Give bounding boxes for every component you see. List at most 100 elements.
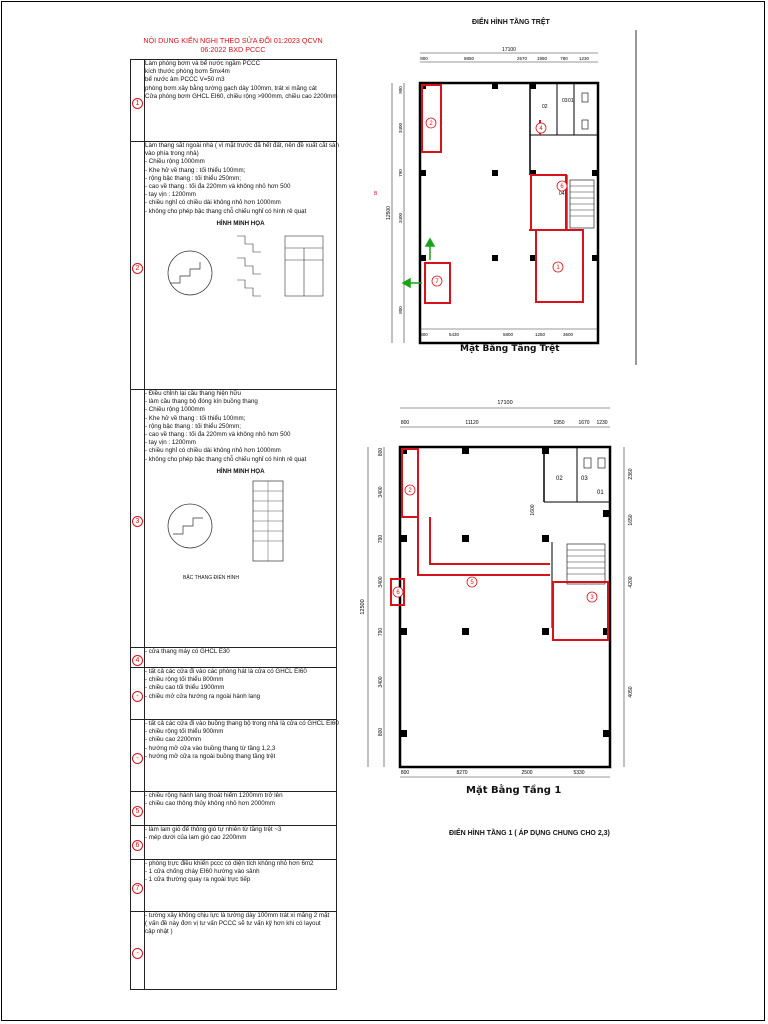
plan-marker-label: 6 [396, 590, 400, 596]
ground-room-02: 02 [542, 104, 548, 110]
note-row: 4- cửa thang máy có GHCL E30 [130, 647, 337, 668]
item-number-badge: 7 [132, 882, 143, 894]
figure-caption: BẬC THANG ĐIỂN HÌNH [183, 575, 240, 582]
dimension-label: 1650 [628, 514, 634, 525]
plan-marker [552, 261, 564, 273]
dimension-label: 780 [560, 56, 568, 61]
plan-marker-label: 1 [556, 265, 560, 271]
note-row: - - tường xây không chịu lực là tường dày… [130, 911, 337, 990]
note-line: - Khe hở về thang : tối thiểu 100mm; [145, 166, 246, 174]
note-line: - chiều rộng tối thiểu 800mm [145, 676, 224, 684]
dimension-label: 11120 [465, 420, 478, 426]
plan-marker-label: 4 [539, 126, 543, 132]
dimension-label: 800 [398, 306, 403, 314]
dimension-label: 4200 [628, 576, 634, 587]
note-row: -- tất cả các cửa đi vào buồng thang bộ … [130, 719, 339, 792]
dimension-label: 1670 [578, 420, 589, 426]
note-line: - chiều cao thông thủy không nhỏ hơn 200… [145, 800, 275, 808]
dimension-label: 800 [420, 56, 428, 61]
note-line: - chiều nghỉ có chiều dài không nhỏ hơn … [145, 199, 281, 207]
dimension-label: 1950 [537, 56, 548, 61]
item-number-badge: - [132, 690, 143, 702]
dimension-label: 5800 [503, 332, 514, 337]
note-line: - tất cả các cửa đi vào các phòng hát là… [145, 668, 307, 675]
note-line: - cửa thang máy có GHCL E30 [145, 648, 230, 655]
ground-total-dim: 17100 [502, 47, 516, 53]
page-divider [635, 30, 637, 365]
dimension-label: 2360 [628, 468, 634, 479]
dimension-label: 2570 [517, 56, 528, 61]
note-line: - mép dưới của lam gió cao 2200mm [145, 834, 247, 842]
note-row: 6- làm lam gió để thông gió tự nhiên từ … [130, 825, 337, 860]
plan-marker [556, 180, 568, 192]
note-line: - chiều rộng hành lang thoát hiểm 1200mm… [145, 792, 283, 799]
dimension-label: 800 [401, 420, 410, 426]
floor1-total-height: 12500 [360, 599, 366, 614]
dimension-label: 2500 [521, 770, 532, 776]
note-line: - cao về thang : tối đa 220mm và không n… [145, 431, 291, 439]
note-line: - chiều nghỉ có chiều dài không nhỏ hơn … [145, 447, 281, 455]
note-line: bể nước âm PCCC V=50 m3 [145, 76, 225, 84]
floor1-room-03: 03 [581, 476, 588, 482]
dimension-label: 800 [378, 728, 384, 737]
dimension-label: 1250 [535, 332, 546, 337]
dimension-label: 1950 [553, 420, 564, 426]
ground-room-01: 01 [568, 98, 574, 104]
note-line: - làm lam gió để thông gió tự nhiên từ t… [145, 826, 282, 833]
note-line: ( vấn đề này đơn vị tư vấn PCCC sẽ tư vấ… [145, 920, 321, 928]
dimension-label: 3400 [398, 212, 403, 223]
note-line: - hướng mở cửa ra ngoài buồng thang tầng… [145, 752, 276, 760]
dimension-label: 790 [398, 169, 403, 177]
dimension-label: 790 [378, 628, 384, 637]
stair-illustration [167, 480, 284, 562]
note-row: 5- chiều rộng hành lang thoát hiểm 1200m… [130, 791, 337, 826]
note-line: cập nhật ) [145, 928, 173, 936]
note-line: - Chiều rộng 1000mm [145, 158, 205, 166]
item-number-badge: 4 [132, 654, 143, 666]
item-number-badge: - [132, 947, 143, 959]
dimension-label: 3400 [378, 486, 384, 497]
note-line: - cao về thang : tối đa 220mm và không n… [145, 183, 291, 191]
item-number-badge: 3 [132, 515, 143, 527]
dimension-label: 5330 [573, 770, 584, 776]
note-line: Cửa phòng bơm GHCL EI60, chiều rộng >900… [145, 92, 338, 100]
note-line: - tường xây không chịu lực là tường dày … [145, 912, 330, 919]
dimension-label: 3400 [378, 576, 384, 587]
dimension-label: 1230 [596, 420, 607, 426]
note-line: - rộng bậc thang : tối thiểu 250mm; [145, 422, 241, 430]
note-line: - không cho phép bậc thang chỗ chiếu ngh… [145, 207, 307, 215]
item-number-badge: - [132, 752, 143, 764]
plan-marker [392, 586, 404, 598]
ground-total-height: 12500 [386, 206, 392, 220]
floor1-mid-dim: 1600 [530, 504, 536, 515]
ground-room-03: 03 [562, 98, 568, 104]
note-line: Làm thang sắt ngoài nhà ( vì mặt trước đ… [145, 142, 339, 149]
plan-marker [586, 591, 598, 603]
note-line: - rộng bậc thang : tối thiểu 250mm; [145, 174, 241, 182]
page-title: NỘI DUNG KIẾN NGHỊ THEO SỬA ĐỔI 01:2023 … [143, 36, 323, 54]
floor1-section-heading: ĐIỂN HÌNH TẦNG 1 ( ÁP DỤNG CHUNG CHO 2,3… [449, 830, 610, 837]
plan-marker [425, 117, 437, 129]
note-line: Làm phòng bơm và bể nước ngầm PCCC [145, 60, 261, 67]
note-row: - - tất cả các cửa đi vào các phòng hát l… [130, 667, 337, 720]
plan-marker-label: 7 [435, 279, 439, 285]
dimension-label: 790 [378, 535, 384, 544]
dimension-label: 5430 [449, 332, 460, 337]
note-line: - chiều cao tối thiểu 1900mm [145, 684, 225, 692]
figure-title: HÌNH MINH HỌA [216, 467, 265, 475]
floor1-total-dim: 17100 [497, 400, 512, 406]
dimension-label: 4050 [628, 686, 634, 697]
note-line: - Khe hở về thang : tối thiểu 100mm; [145, 414, 246, 422]
floor1-plan-title: Mặt Bằng Tầng 1 [466, 785, 562, 796]
dimension-label: 900 [398, 86, 403, 94]
item-number-badge: 5 [132, 805, 143, 817]
note-line: - hướng mở cửa vào buồng thang từ tầng 1… [145, 744, 276, 752]
note-line: - Điều chỉnh lại cầu thang hiện hữu [145, 390, 241, 397]
dimension-label: 3400 [378, 676, 384, 687]
dimension-label: 800 [378, 448, 384, 457]
item-number-badge: 1 [132, 97, 143, 109]
note-line: kích thước phòng bơm 5mx4m [145, 68, 230, 76]
stair-illustration [167, 235, 324, 297]
